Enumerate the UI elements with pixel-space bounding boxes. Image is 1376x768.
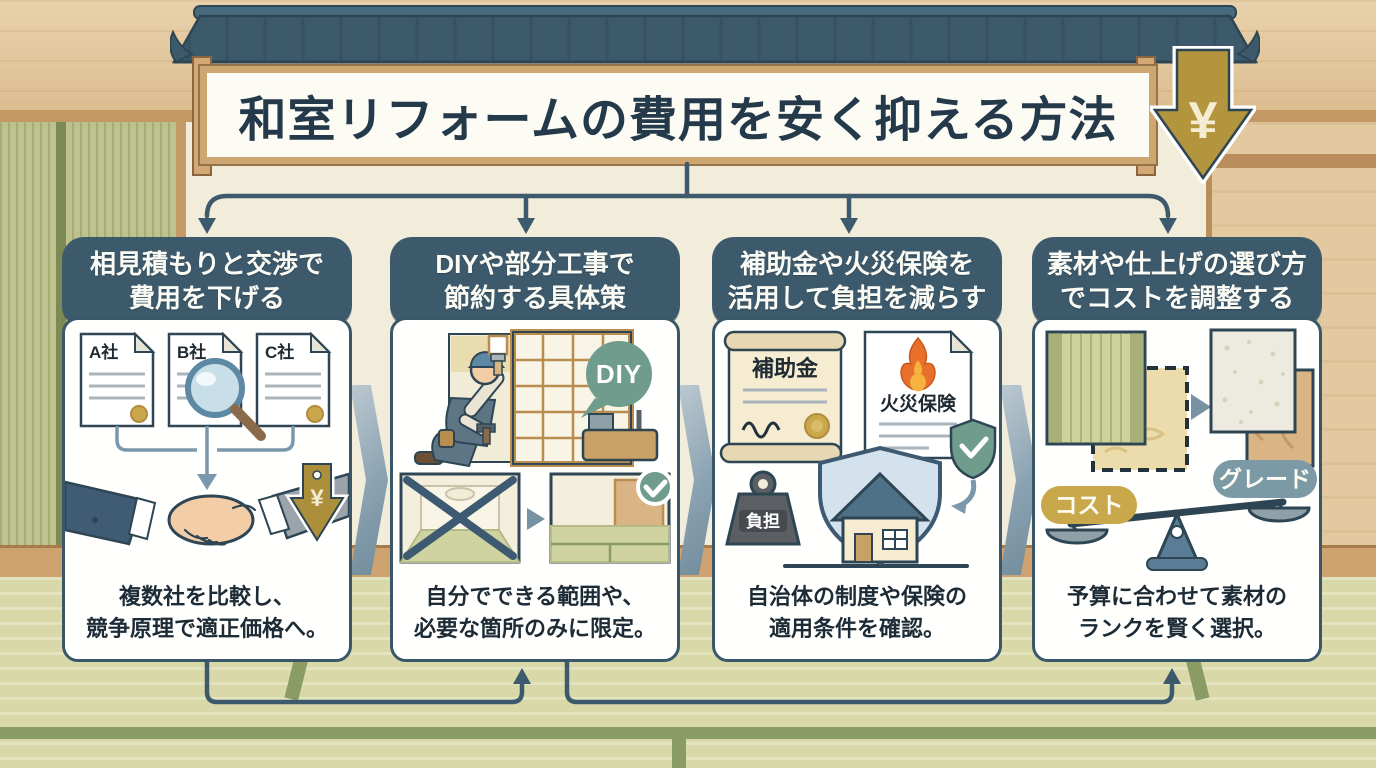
small-arrow-right-icon <box>1191 394 1211 420</box>
roof-icon <box>170 5 1260 64</box>
house-shield-icon <box>818 445 942 566</box>
svg-text:グレード: グレード <box>1219 466 1311 492</box>
card-header-line1: 相見積もりと交渉で <box>89 249 324 280</box>
card-caption: 自分でできる範囲や、 必要な箇所のみに限定。 <box>414 581 656 659</box>
diy-illustration: DIY <box>399 329 674 564</box>
caption-line1: 予算に合わせて素材の <box>1066 584 1287 610</box>
strategy-card-quotes: 相見積もりと交渉で 費用を下げる A社 B社 <box>62 237 352 662</box>
strategy-card-subsidy: 補助金や火災保険を 活用して負担を減らす 補助金 <box>712 237 1002 662</box>
curved-arrowhead <box>951 500 967 514</box>
wood-strip <box>1212 154 1376 168</box>
svg-text:B社: B社 <box>177 342 206 362</box>
svg-text:¥: ¥ <box>310 485 324 512</box>
svg-text:C社: C社 <box>265 342 294 362</box>
card-body: コスト グレード 予算に合わせて素材の ランクを賢く選択。 <box>1032 317 1322 662</box>
subsidy-insurance-illustration: 補助金 火災保険 <box>719 329 997 568</box>
worker-icon <box>414 334 509 468</box>
caption-line2: 必要な箇所のみに限定。 <box>413 616 656 642</box>
cross-icon <box>403 476 517 560</box>
card-header: 相見積もりと交渉で 費用を下げる <box>62 237 352 327</box>
grade-pill: グレード <box>1213 460 1317 498</box>
card-body: A社 B社 C社 <box>62 317 352 662</box>
paint-brush-icon <box>487 334 509 376</box>
card-header-line2: 活用して負担を減らす <box>727 283 987 313</box>
document-c-icon: C社 <box>255 331 332 428</box>
quotes-handshake-illustration: A社 B社 C社 <box>65 331 349 547</box>
tatami-seam <box>672 737 686 768</box>
card-body: DIY <box>390 317 680 662</box>
caption-line1: 自分でできる範囲や、 <box>425 584 645 610</box>
svg-text:補助金: 補助金 <box>751 356 819 381</box>
caption-line1: 自治体の制度や保険の <box>746 584 967 610</box>
card-header-line2: 費用を下げる <box>128 283 285 313</box>
magnifier-icon <box>185 358 266 441</box>
svg-text:負担: 負担 <box>746 512 780 531</box>
scale-pan-right <box>1247 506 1311 523</box>
strategy-card-materials: 素材や仕上げの選び方 でコストを調整する <box>1032 237 1322 662</box>
yen-symbol: ¥ <box>1189 92 1218 150</box>
card-header-line1: 補助金や火災保険を <box>739 249 974 280</box>
scale-pan-left <box>1045 528 1109 545</box>
svg-text:DIY: DIY <box>596 359 642 389</box>
caption-line1: 複数社を比較し、 <box>118 584 295 610</box>
tatami-border-band <box>0 727 1376 739</box>
svg-text:コスト: コスト <box>1055 492 1124 518</box>
card-header: DIYや部分工事で 節約する具体策 <box>390 237 680 327</box>
shield-check-icon <box>949 418 997 480</box>
svg-text:火災保険: 火災保険 <box>880 392 957 415</box>
page-title: 和室リフォームの費用を安く抑える方法 <box>238 94 1118 147</box>
flame-icon <box>900 336 936 392</box>
card-header-line2: でコストを調整する <box>1059 283 1294 313</box>
burden-weight-icon: 負担 <box>725 470 801 546</box>
small-arrow-right-icon <box>527 508 545 530</box>
yen-price-tag-icon: ¥ <box>284 460 349 547</box>
card-header-line1: DIYや部分工事で <box>435 249 635 280</box>
swatch-tatami-icon <box>1045 330 1147 446</box>
yen-down-arrow-icon: ¥ <box>1150 46 1256 184</box>
room-before-icon <box>399 472 521 564</box>
caption-line2: 競争原理で適正価格へ。 <box>85 616 328 642</box>
card-body: 補助金 火災保険 <box>712 317 1002 662</box>
caption-line2: 適用条件を確認。 <box>768 616 945 642</box>
subsidy-scroll-icon: 補助金 <box>719 330 847 464</box>
card-caption: 複数社を比較し、 競争原理で適正価格へ。 <box>86 581 328 659</box>
balance-scale-icon <box>1045 498 1311 571</box>
strategy-card-diy: DIYや部分工事で 節約する具体策 <box>390 237 680 662</box>
card-header-line2: 節約する具体策 <box>443 283 626 313</box>
card-header: 素材や仕上げの選び方 でコストを調整する <box>1032 237 1322 327</box>
diy-speech-bubble: DIY <box>581 341 652 418</box>
swatch-plaster-icon <box>1209 328 1297 434</box>
card-header-line1: 素材や仕上げの選び方 <box>1046 249 1307 280</box>
document-a-icon: A社 <box>79 331 156 428</box>
toolbox-icon <box>581 410 659 462</box>
converge-connector <box>115 426 295 490</box>
wood-post <box>56 122 66 577</box>
check-icon <box>636 468 674 506</box>
title-banner: 和室リフォームの費用を安く抑える方法 <box>198 64 1158 166</box>
svg-text:A社: A社 <box>89 342 118 362</box>
fire-insurance-doc-icon: 火災保険 <box>863 329 974 460</box>
card-header: 補助金や火災保険を 活用して負担を減らす <box>712 237 1002 327</box>
caption-line2: ランクを賢く選択。 <box>1077 616 1276 642</box>
materials-scale-illustration: コスト グレード <box>1041 328 1317 571</box>
room-after-icon <box>549 468 674 564</box>
card-caption: 予算に合わせて素材の ランクを賢く選択。 <box>1067 581 1287 659</box>
card-caption: 自治体の制度や保険の 適用条件を確認。 <box>747 581 967 659</box>
cost-pill: コスト <box>1041 486 1137 524</box>
